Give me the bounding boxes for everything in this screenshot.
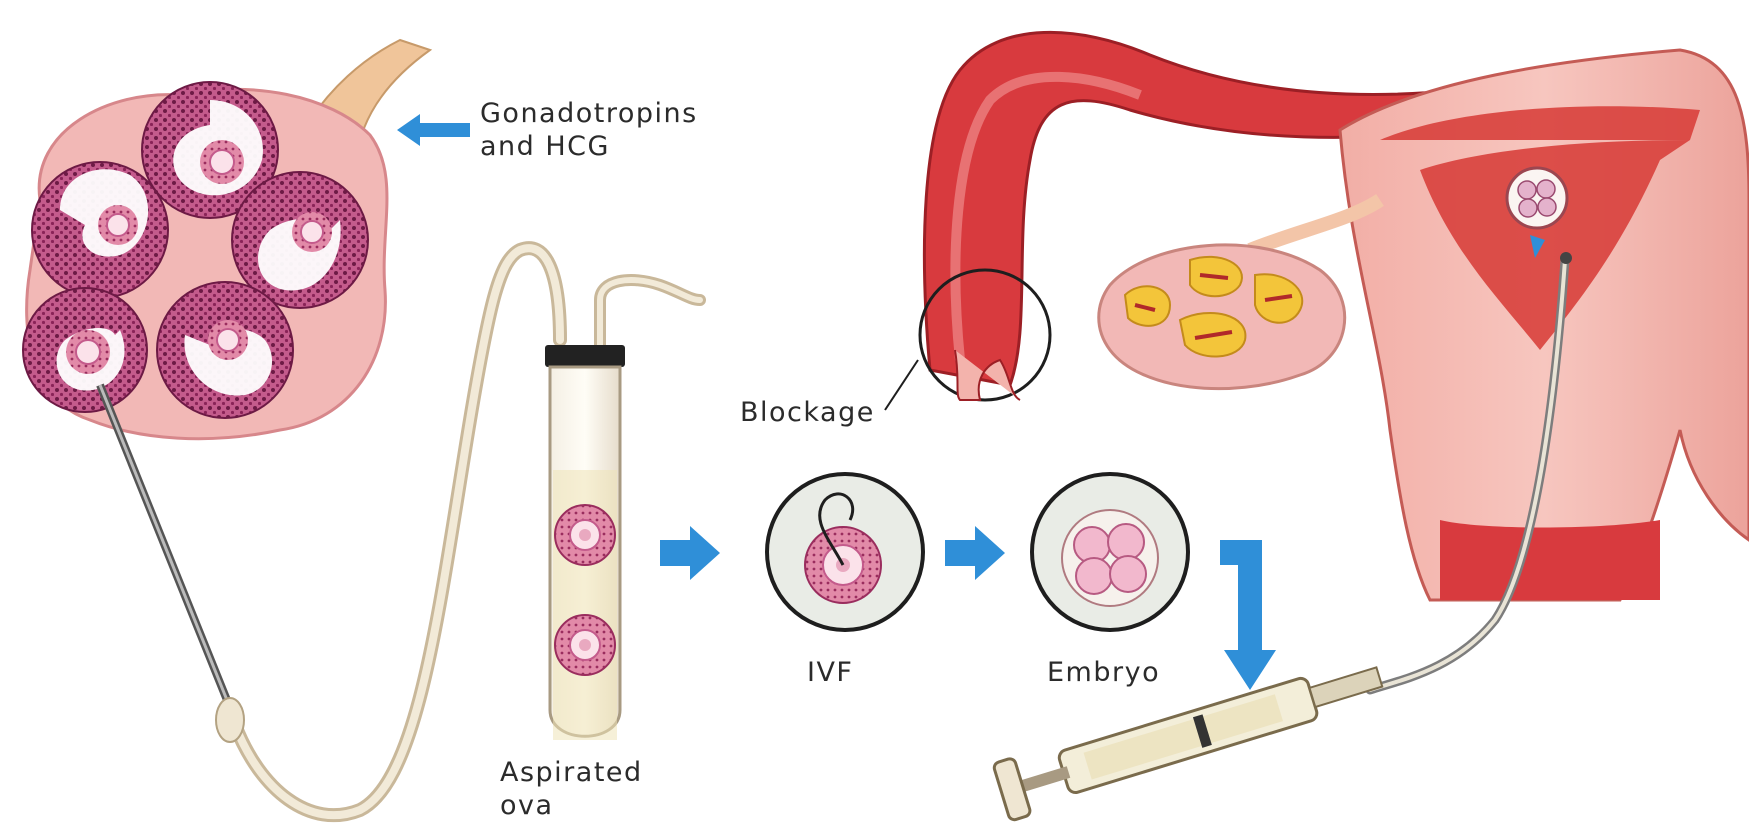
aspirated-ovum bbox=[555, 615, 615, 675]
label-gonadotropins-line1: Gonadotropins bbox=[480, 97, 698, 130]
label-aspirated-ova: Aspirated ova bbox=[500, 756, 643, 822]
aspirated-ovum bbox=[555, 505, 615, 565]
label-gonadotropins-line2: and HCG bbox=[480, 130, 698, 163]
follicle bbox=[23, 288, 147, 412]
label-gonadotropins: Gonadotropins and HCG bbox=[480, 97, 698, 163]
arrow-left-icon bbox=[397, 114, 470, 146]
test-tube bbox=[545, 345, 625, 740]
ovary-with-follicles bbox=[23, 40, 430, 439]
arrow-down-icon bbox=[1220, 540, 1276, 690]
embryo-dish bbox=[1032, 474, 1188, 630]
ovary-right bbox=[1099, 200, 1380, 389]
follicle bbox=[32, 162, 168, 298]
label-aspirated-line1: Aspirated bbox=[500, 756, 643, 789]
label-embryo: Embryo bbox=[1047, 656, 1160, 689]
ivf-dish bbox=[767, 474, 923, 630]
label-aspirated-line2: ova bbox=[500, 789, 643, 822]
label-blockage: Blockage bbox=[740, 396, 875, 429]
follicle bbox=[157, 282, 293, 418]
arrow-right-icon bbox=[660, 526, 720, 580]
label-ivf: IVF bbox=[807, 656, 853, 689]
needle-hub bbox=[216, 698, 244, 742]
arrow-right-icon bbox=[945, 526, 1005, 580]
